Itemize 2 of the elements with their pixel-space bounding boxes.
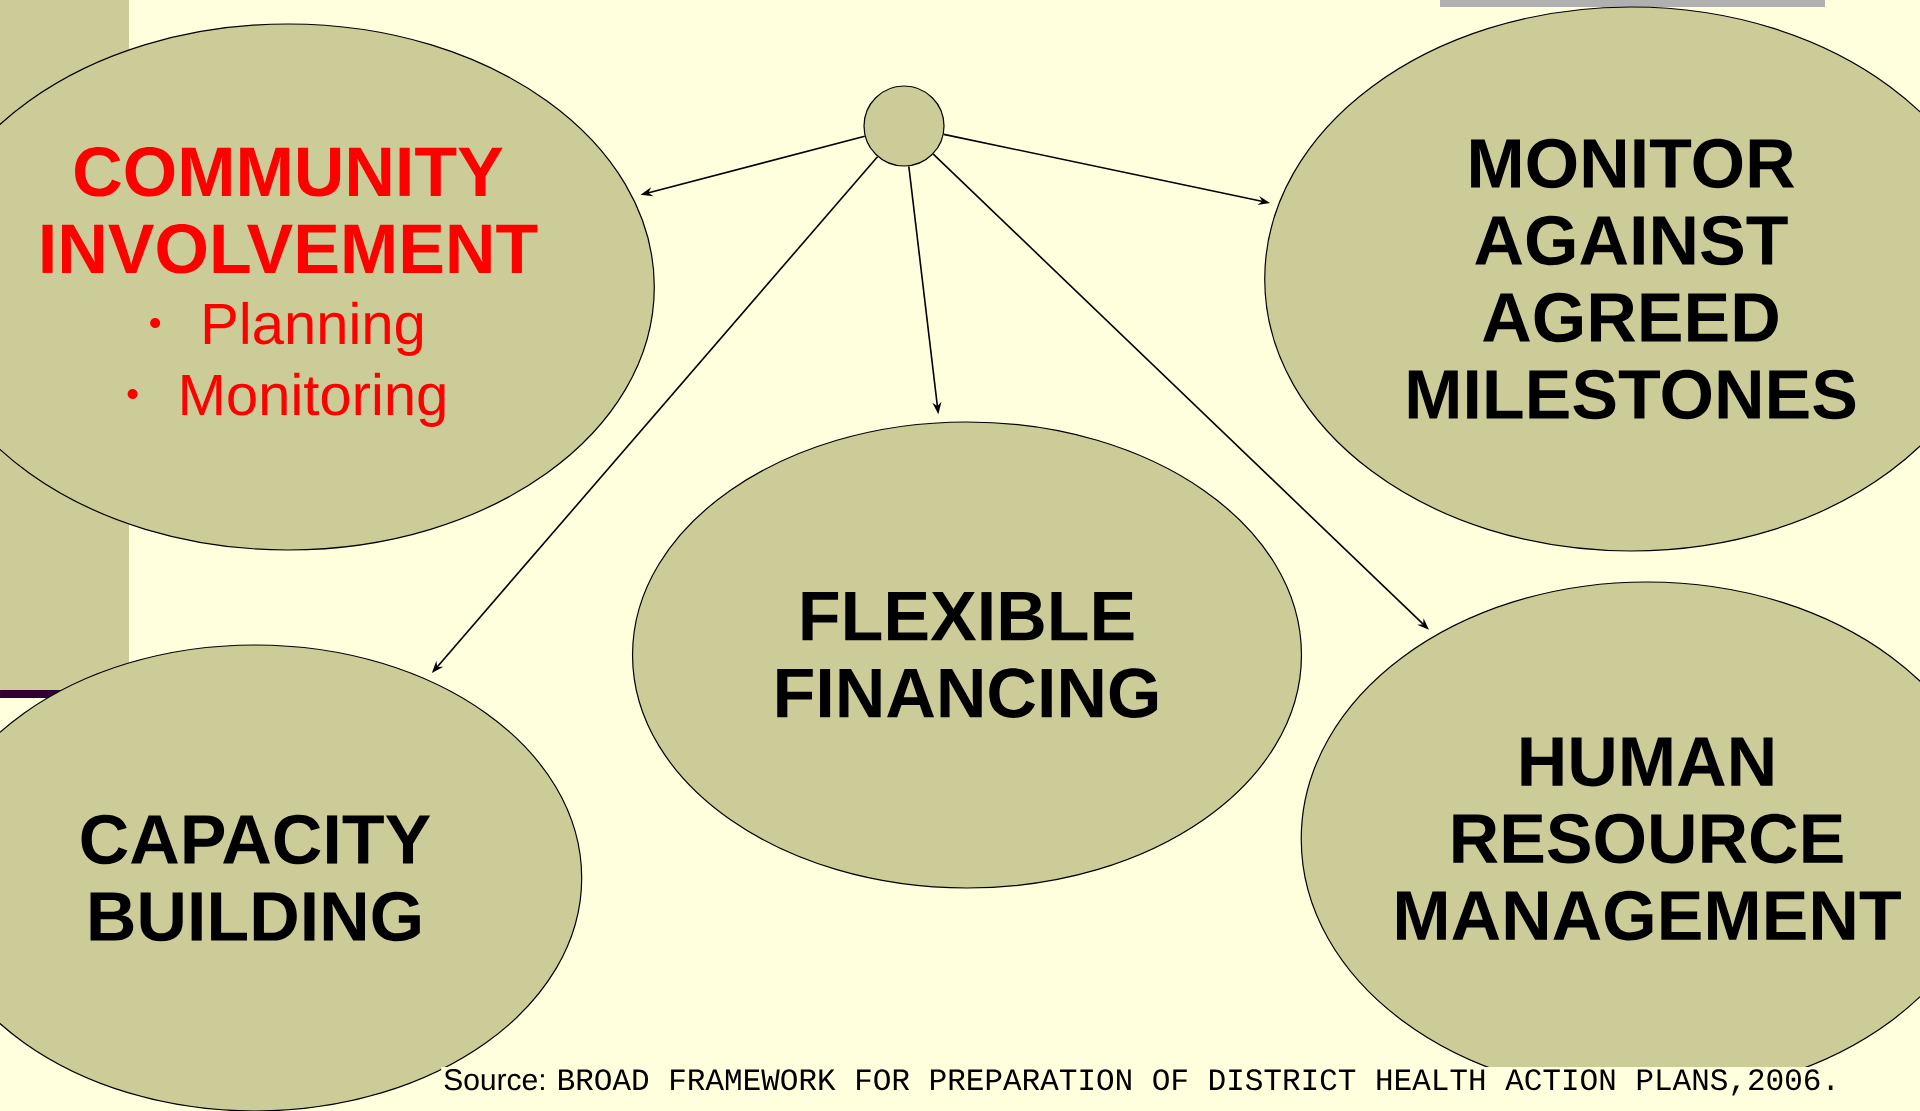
source-note: Source: BROAD FRAMEWORK FOR PREPARATION OF DISTRICT HEALTH ACTION PLANS,2006. <box>441 1067 1843 1098</box>
hub-circle <box>863 85 945 167</box>
